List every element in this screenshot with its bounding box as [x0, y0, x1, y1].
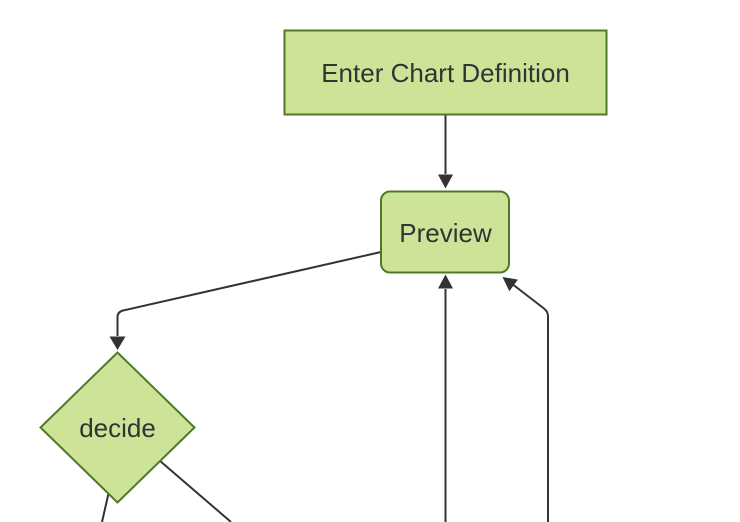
arrowhead-icon [109, 336, 126, 350]
edge-preview-to-decide [109, 251, 382, 350]
node-enter-chart-definition: Enter Chart Definition [283, 29, 608, 116]
edge-line [116, 251, 382, 336]
edge-decide-to-offscreen-left [101, 493, 110, 522]
node-diamond [39, 351, 196, 504]
edge-enter-to-preview [438, 114, 453, 189]
edge-line [101, 493, 110, 522]
node-label: Preview [399, 218, 492, 248]
node-label: decide [79, 413, 156, 443]
node-decide: decide [39, 351, 196, 504]
edge-decide-to-offscreen-right [158, 459, 232, 522]
arrowhead-icon [438, 174, 453, 189]
arrowhead-icon [502, 277, 518, 292]
node-rect [283, 29, 608, 116]
node-preview: Preview [380, 190, 510, 274]
node-label: Enter Chart Definition [321, 58, 570, 88]
edge-line [158, 459, 232, 522]
edge-line [512, 284, 549, 522]
edge-offscreen-bottom-to-preview [438, 274, 453, 522]
arrowhead-icon [438, 274, 453, 289]
edge-offscreen-right-to-preview [502, 277, 549, 522]
node-rect [380, 190, 510, 274]
